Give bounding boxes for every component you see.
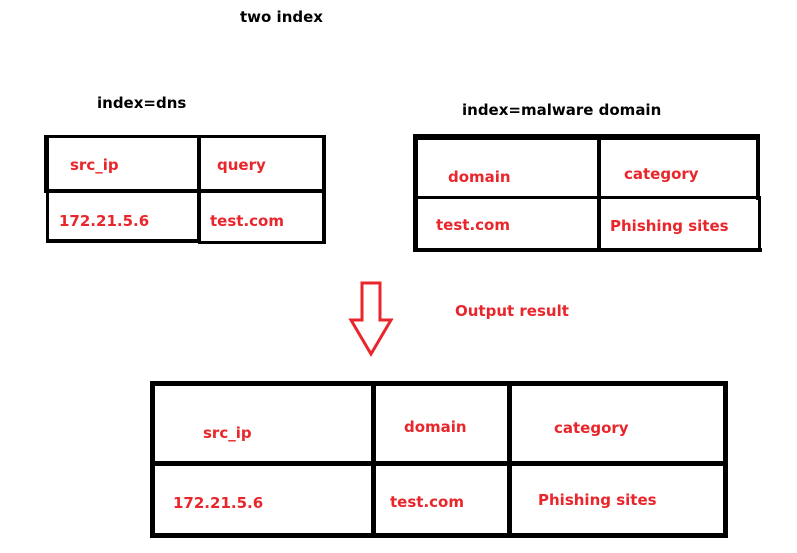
result-table-border bbox=[152, 461, 726, 466]
diagram-title: two index bbox=[240, 8, 323, 26]
result-cell-src-ip: 172.21.5.6 bbox=[173, 494, 264, 512]
output-result-label: Output result bbox=[455, 302, 569, 320]
dns-cell-query: test.com bbox=[210, 212, 284, 230]
dns-table-border bbox=[44, 189, 326, 193]
dns-header-query: query bbox=[217, 156, 266, 174]
dns-table-label: index=dns bbox=[97, 94, 187, 112]
dns-table-border bbox=[198, 241, 326, 244]
dns-table-border bbox=[197, 135, 201, 243]
malware-header-category: category bbox=[624, 165, 699, 183]
malware-table-border bbox=[756, 134, 760, 200]
malware-table-border bbox=[413, 134, 759, 140]
result-header-category: category bbox=[554, 419, 629, 437]
dns-cell-src-ip: 172.21.5.6 bbox=[59, 212, 150, 230]
result-table-border bbox=[150, 381, 728, 386]
result-table-border bbox=[150, 533, 728, 538]
dns-table-border bbox=[44, 135, 326, 138]
malware-table-border bbox=[415, 196, 758, 199]
malware-cell-category: Phishing sites bbox=[610, 217, 729, 235]
malware-table-label: index=malware domain bbox=[462, 101, 662, 119]
result-table-border bbox=[507, 381, 512, 538]
dns-table-border bbox=[322, 135, 326, 244]
dns-header-src-ip: src_ip bbox=[70, 156, 119, 174]
malware-header-domain: domain bbox=[448, 168, 511, 186]
down-arrow-icon bbox=[348, 281, 394, 357]
malware-table-border bbox=[413, 134, 418, 252]
dns-table-border bbox=[44, 135, 49, 193]
result-table-border bbox=[723, 381, 728, 538]
result-header-src-ip: src_ip bbox=[203, 424, 252, 442]
dns-table-border bbox=[46, 239, 200, 243]
malware-table-border bbox=[413, 248, 762, 252]
result-header-domain: domain bbox=[404, 418, 467, 436]
malware-table-border bbox=[597, 134, 601, 252]
result-table-border bbox=[150, 381, 155, 538]
result-table-border bbox=[371, 381, 376, 538]
result-cell-category: Phishing sites bbox=[538, 491, 657, 509]
result-cell-domain: test.com bbox=[390, 493, 464, 511]
malware-table-border bbox=[758, 196, 761, 252]
dns-table-border bbox=[46, 189, 49, 243]
malware-cell-domain: test.com bbox=[436, 216, 510, 234]
